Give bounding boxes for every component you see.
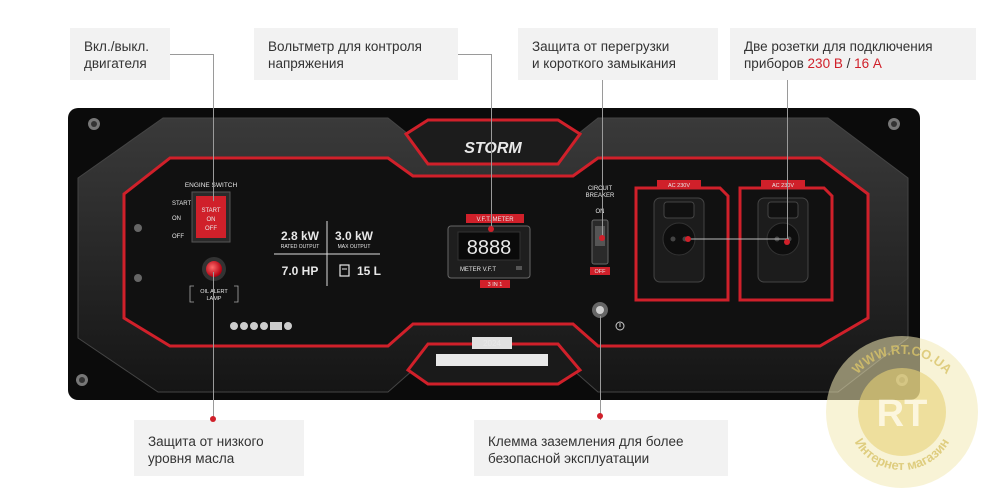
leader-line [600, 316, 601, 420]
callout-engine-switch: Вкл./выкл. двигателя [70, 28, 170, 80]
callout-oil-alert: Защита от низкого уровня масла [134, 420, 304, 476]
engine-power-value: 7.0 HP [282, 264, 319, 278]
callout-text: Клемма заземления для более [488, 434, 684, 449]
engine-btn-start: START [201, 208, 220, 214]
meter-mode-text: 3 IN 1 [488, 282, 503, 288]
oil-lamp-bracket [189, 285, 239, 303]
meter-mode-tag [480, 280, 510, 288]
meter-screen [457, 231, 521, 261]
callout-text: двигателя [84, 56, 147, 71]
schuko-socket-icon[interactable] [653, 197, 705, 283]
leader-dot [685, 236, 691, 242]
meter-led [516, 266, 522, 270]
engine-on-label: ON [172, 216, 181, 222]
engine-btn-on: ON [207, 217, 216, 223]
callout-text: Вольтметр для контроля [268, 39, 422, 54]
meter-tag-text: V.F.T. METER [476, 217, 514, 223]
oil-alert-lamp-icon [202, 257, 226, 281]
separator: / [842, 56, 855, 71]
leader-line [602, 80, 603, 238]
callout-text: напряжения [268, 56, 344, 71]
callout-sockets: Две розетки для подключения приборов 230… [730, 28, 976, 80]
screw-icon [76, 374, 88, 386]
rated-output-value: 2.8 kW [281, 229, 320, 243]
engine-start-label: START [172, 201, 191, 207]
callout-breaker: Защита от перегрузки и короткого замыкан… [518, 28, 718, 80]
brand-plate [403, 118, 583, 166]
oil-lamp-label: LAMP [207, 296, 222, 302]
callout-text: Защита от низкого [148, 434, 264, 449]
breaker-label: CIRCUIT [588, 186, 613, 192]
oil-lamp-label: OIL ALERT [200, 289, 228, 295]
callout-text: уровня масла [148, 451, 235, 466]
socket-frame-left: AC 230V [634, 180, 730, 302]
year-box [472, 337, 512, 349]
socket-label: AC 230V [772, 183, 794, 189]
callout-text: приборов 230 В / 16 А [744, 55, 962, 72]
current-value: 16 А [854, 56, 882, 71]
callout-text: Вкл./выкл. [84, 39, 150, 54]
leader-dot [210, 201, 216, 207]
meter-tag [466, 214, 524, 223]
sn-field [436, 354, 548, 366]
breaker-label: BREAKER [586, 193, 615, 199]
rt-watermark-logo: WWW.RT.CO.UA Интернет магазин RT [826, 336, 978, 488]
callout-text: безопасной эксплуатации [488, 451, 650, 466]
screw-icon [888, 118, 900, 130]
year-text: 2024 [483, 339, 501, 348]
sn-label: S.N. [440, 358, 454, 365]
circuit-breaker-toggle[interactable] [591, 219, 609, 265]
leader-dot [599, 235, 605, 241]
brand-logo: STORM [464, 140, 522, 157]
callout-grounding: Клемма заземления для более безопасной э… [474, 420, 728, 476]
breaker-off-label: OFF [595, 269, 607, 275]
socket-label: AC 230V [668, 183, 690, 189]
breaker-off-tag [590, 267, 610, 275]
panel-graphic: STORM 2024 S.N. ENGINE SWITCH START ON O… [76, 117, 909, 393]
engine-switch-rocker[interactable]: START ON OFF [191, 191, 231, 243]
ground-terminal-icon[interactable] [592, 302, 608, 318]
generator-control-panel: STORM 2024 S.N. ENGINE SWITCH START ON O… [68, 108, 920, 400]
callout-text: приборов [744, 56, 808, 71]
meter-label: METER V.F.T [460, 267, 496, 273]
leader-line [491, 54, 492, 229]
rated-output-label: RATED OUTPUT [281, 244, 320, 250]
socket-frame-right: AC 230V [738, 180, 834, 302]
screw-icon [88, 118, 100, 130]
voltage-value: 230 В [807, 56, 843, 71]
callout-voltmeter: Вольтметр для контроля напряжения [254, 28, 458, 80]
callout-text: Защита от перегрузки [532, 39, 670, 54]
callout-text: Две розетки для подключения [744, 39, 933, 54]
warning-symbols-icon [230, 322, 292, 330]
leader-line [787, 80, 788, 242]
engine-switch-title: ENGINE SWITCH [185, 182, 238, 189]
watermark-letters: RT [877, 393, 928, 435]
leader-dot [784, 239, 790, 245]
ground-symbol-icon [615, 321, 625, 331]
screw-icon [134, 274, 142, 282]
leader-dot [597, 413, 603, 419]
leader-line [458, 54, 492, 55]
meter-display: 8888 [467, 237, 512, 259]
leader-dot [488, 226, 494, 232]
fuel-tank-icon [339, 264, 350, 277]
max-output-value: 3.0 kW [335, 229, 374, 243]
schuko-socket-icon[interactable] [757, 197, 809, 283]
breaker-on-label: ON [596, 209, 605, 215]
max-output-label: MAX OUTPUT [338, 244, 371, 250]
leader-line [213, 54, 214, 204]
callout-text: и короткого замыкания [532, 56, 676, 71]
leader-dot [210, 416, 216, 422]
engine-btn-off: OFF [205, 226, 217, 232]
leader-line [213, 272, 214, 420]
fuel-tank-value: 15 L [357, 264, 381, 278]
engine-off-label: OFF [172, 234, 184, 240]
leader-line [170, 54, 214, 55]
screw-icon [134, 224, 142, 232]
